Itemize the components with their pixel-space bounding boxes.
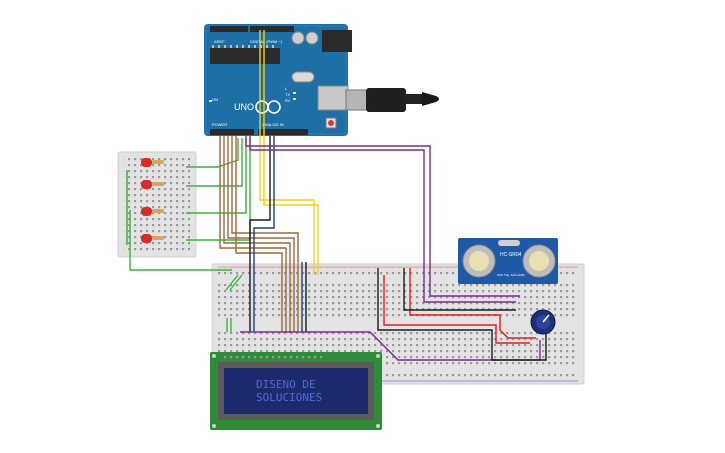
pin-trig: Trig [504, 273, 509, 277]
label-analog: ANALOG IN [262, 122, 284, 127]
capacitor [305, 31, 319, 45]
lcd-data-wires[interactable] [249, 136, 307, 332]
label-aref: AREF [214, 39, 225, 44]
red-wires[interactable] [383, 268, 536, 344]
led-array[interactable] [141, 158, 164, 243]
lcd-screen [224, 368, 368, 414]
crystal [291, 71, 315, 83]
label-power: POWER [212, 122, 227, 127]
led[interactable] [141, 234, 164, 243]
lcd-module[interactable]: DISENO DE SOLUCIONES [210, 352, 382, 430]
pin-echo: Echo [511, 273, 518, 277]
bottom-header-analog [258, 129, 308, 135]
resistor [152, 182, 164, 186]
arduino-uno-board[interactable]: UNO AREF DIGITAL (PWM ~) POWER ANALOG IN… [204, 24, 352, 136]
brown-wires[interactable] [219, 136, 299, 332]
reset-button[interactable] [328, 120, 334, 126]
led[interactable] [141, 180, 164, 189]
yellow-wires[interactable] [259, 30, 319, 275]
lcd-line-2: SOLUCIONES [256, 391, 322, 404]
top-header-left [210, 26, 248, 32]
top-header-right [250, 26, 294, 32]
resistor [152, 160, 164, 164]
lcd-pin-header [222, 354, 322, 359]
usb-cable[interactable] [345, 88, 439, 112]
label-l: L [285, 86, 288, 91]
pin-gnd: GND [518, 273, 526, 277]
resistor [152, 209, 164, 213]
lcd-line-1: DISENO DE [256, 378, 316, 391]
potentiometer-knob [542, 314, 550, 323]
pin-vcc: VCC [497, 273, 504, 277]
label-rx: RX [285, 98, 291, 103]
resistor [152, 236, 164, 240]
small-breadboard[interactable] [117, 151, 197, 258]
sensor-model: HC-SR04 [500, 252, 522, 258]
led[interactable] [141, 207, 164, 216]
main-breadboard[interactable] [211, 263, 585, 385]
capacitor [291, 31, 305, 45]
potentiometer[interactable] [530, 309, 556, 335]
led[interactable] [141, 158, 164, 167]
black-wires[interactable] [377, 268, 547, 361]
ultrasonic-sensor[interactable]: HC-SR04 VCC Trig Echo GND [458, 238, 558, 284]
atmega-chip [210, 48, 280, 64]
board-brand: UNO [234, 102, 254, 112]
label-on: ON [212, 97, 218, 102]
purple-wires[interactable] [240, 136, 541, 361]
label-tx: TX [285, 92, 290, 97]
power-jack [322, 30, 352, 52]
label-digital: DIGITAL (PWM ~) [250, 39, 283, 44]
bottom-header-power [210, 129, 254, 135]
usb-port [317, 85, 349, 111]
